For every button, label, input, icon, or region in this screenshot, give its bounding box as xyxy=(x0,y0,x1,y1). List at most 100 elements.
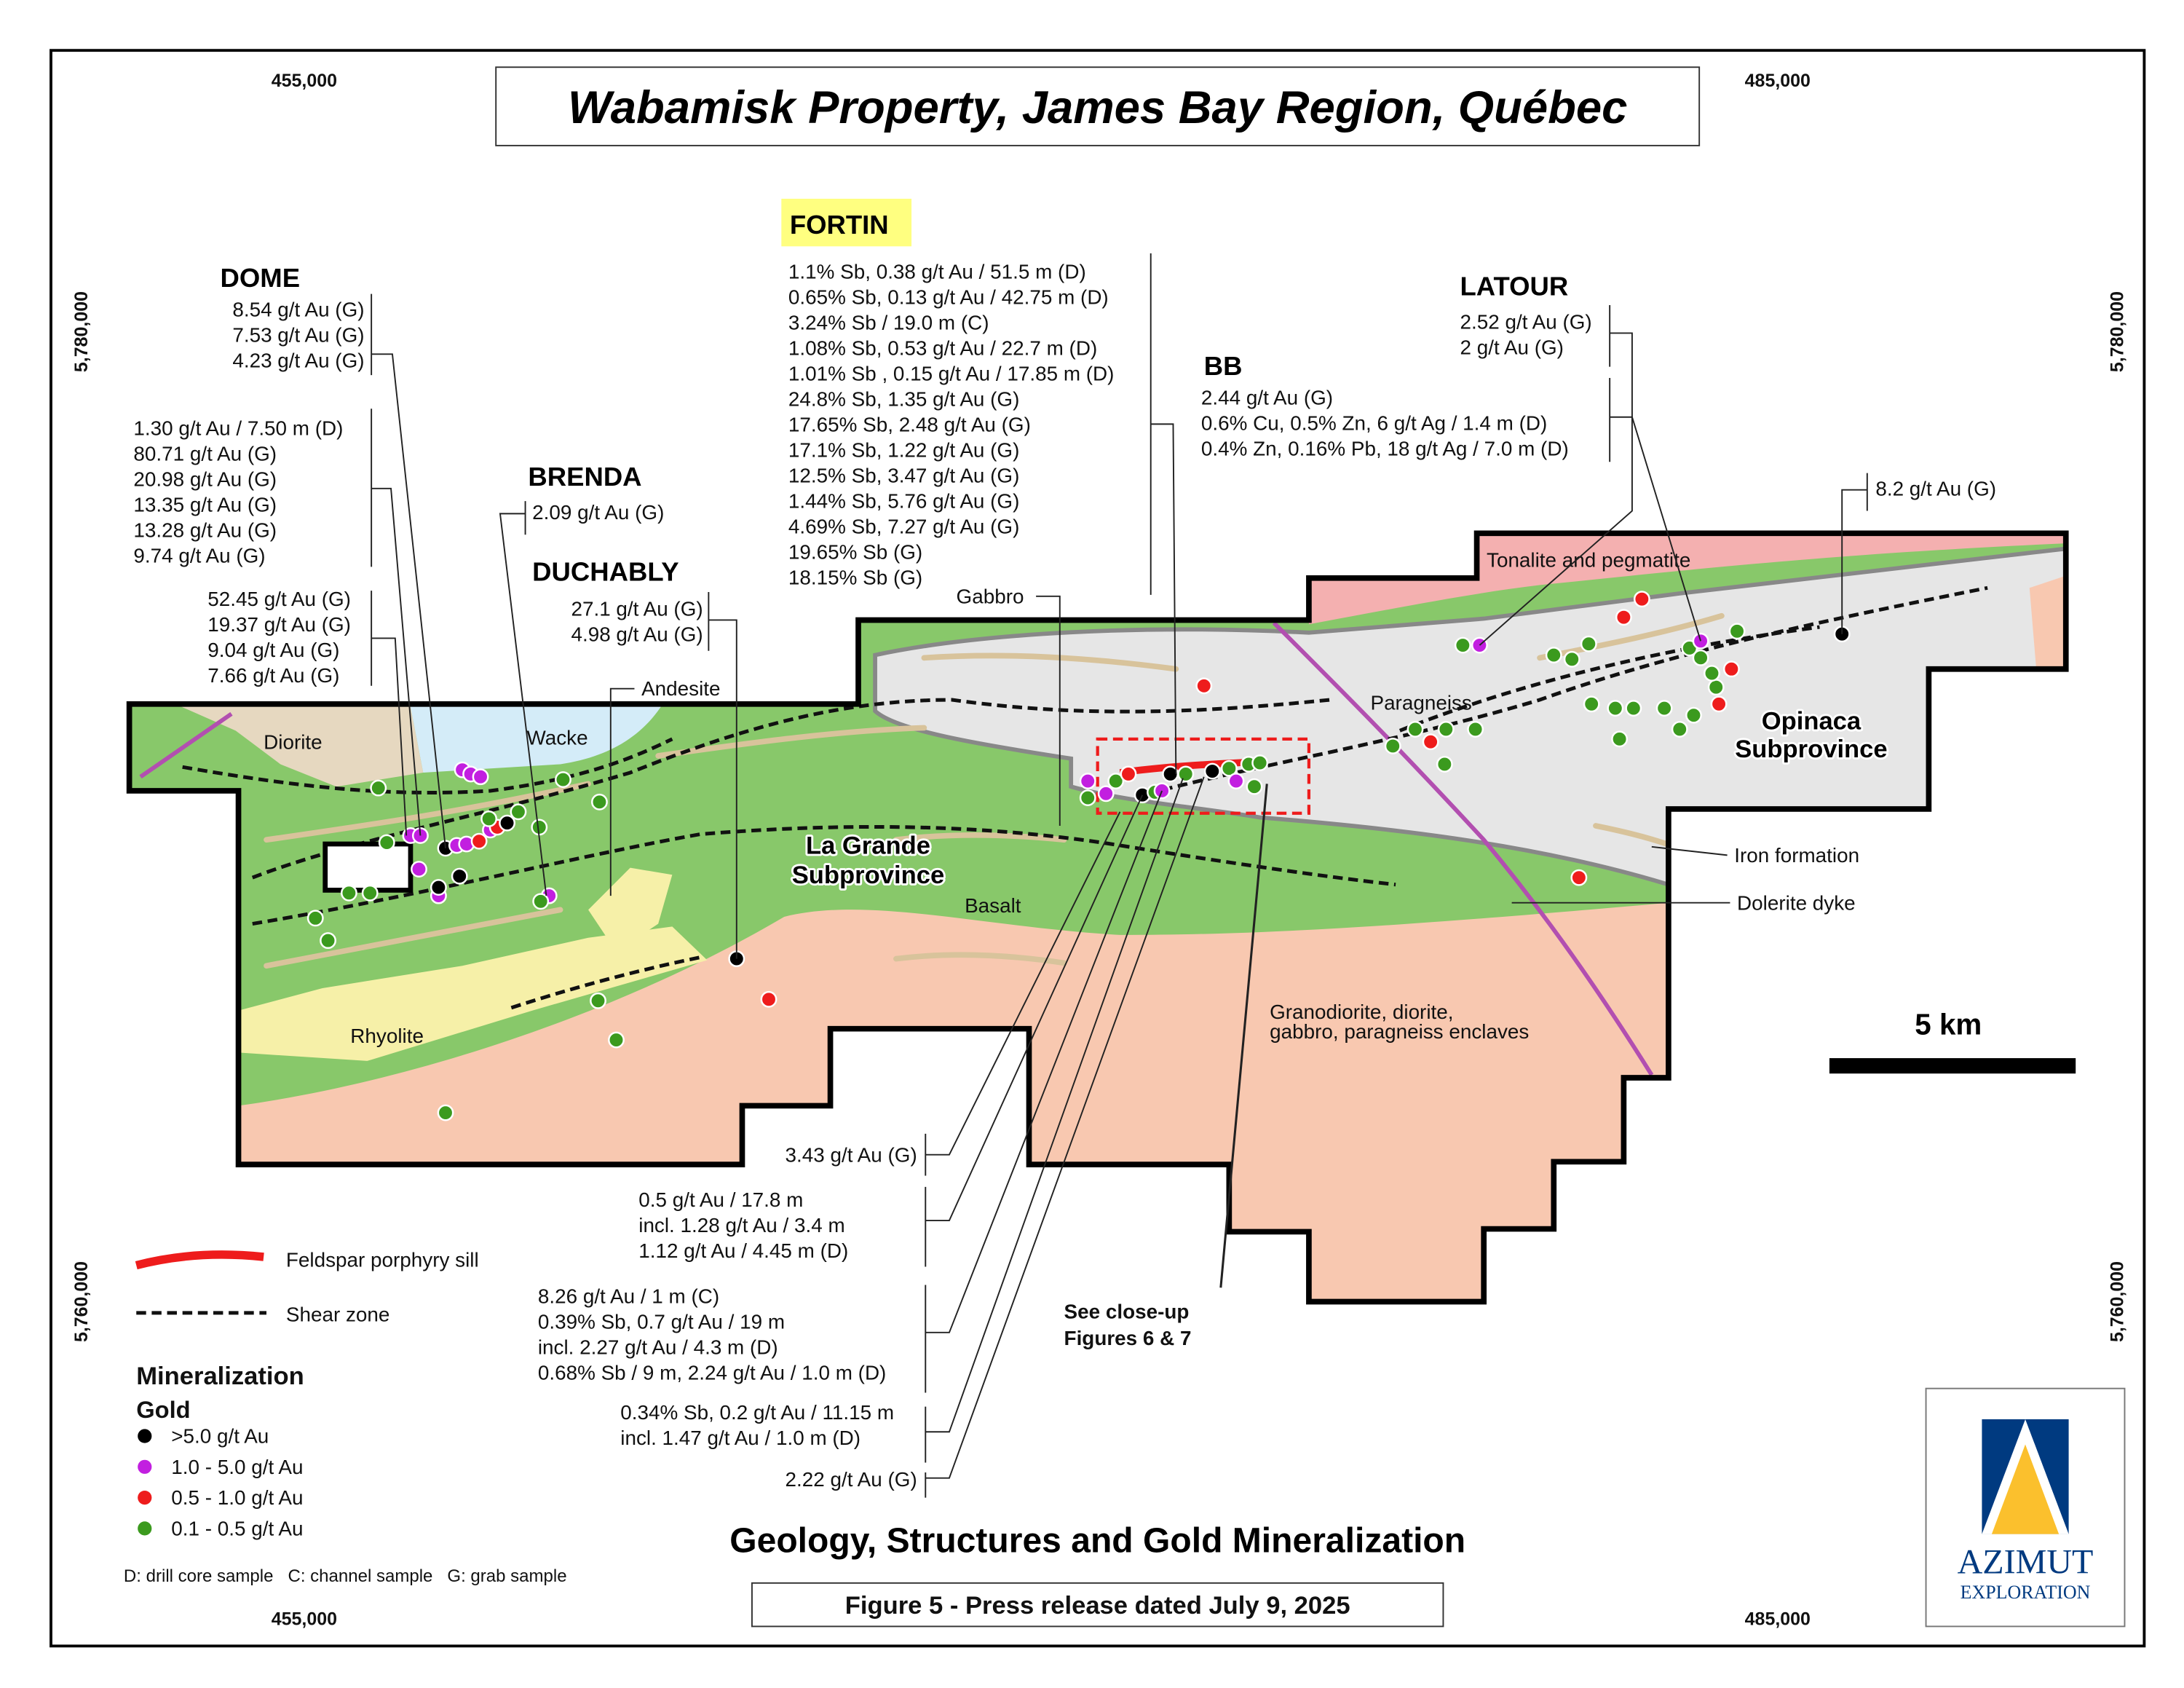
legend-dot xyxy=(138,1521,152,1536)
south-leaders xyxy=(925,776,1205,1498)
sample-point xyxy=(1079,789,1096,807)
result-line: 2.22 g/t Au (G) xyxy=(786,1468,917,1491)
logo-sub: EXPLORATION xyxy=(1961,1582,2091,1603)
label-opinaca-2: Subprovince xyxy=(1735,735,1887,763)
result-line: 19.65% Sb (G) xyxy=(788,540,922,563)
shear-zone-6 xyxy=(510,955,701,1010)
result-line: 52.45 g/t Au (G) xyxy=(207,588,351,610)
sample-point xyxy=(1437,720,1455,738)
dome-leader-1 xyxy=(371,293,446,848)
label-granodiorite-2: gabbro, paragneiss enclaves xyxy=(1270,1020,1529,1043)
showing-duchably: DUCHABLY xyxy=(532,557,678,587)
sample-point xyxy=(340,884,357,902)
tonalite-unit xyxy=(1308,533,2066,625)
legend-mineralization-heading: Mineralization xyxy=(136,1362,304,1390)
result-line: 27.1 g/t Au (G) xyxy=(571,598,703,620)
label-diorite: Diorite xyxy=(264,730,323,753)
sample-point xyxy=(1251,754,1269,771)
label-wacke: Wacke xyxy=(526,727,587,749)
result-line: 3.24% Sb / 19.0 m (C) xyxy=(788,311,989,334)
result-line: 18.15% Sb (G) xyxy=(788,566,922,588)
closeup-box xyxy=(1096,737,1311,815)
sample-point xyxy=(472,768,489,786)
sample-point xyxy=(1633,591,1650,608)
rhyolite-unit xyxy=(238,926,708,1061)
sample-point xyxy=(1220,760,1238,777)
sample-point xyxy=(532,893,550,910)
result-line: 80.71 g/t Au (G) xyxy=(133,443,277,465)
sample-point xyxy=(1545,647,1562,663)
legend-class-label: 0.5 - 1.0 g/t Au xyxy=(171,1486,303,1509)
sample-point xyxy=(1707,679,1725,696)
result-line: 2.09 g/t Au (G) xyxy=(532,501,664,524)
sample-point xyxy=(1227,773,1245,789)
showing-dome: DOME xyxy=(221,263,301,293)
paragneiss-unit xyxy=(873,546,2066,888)
coord-x-right-bottom: 485,000 xyxy=(1745,1609,1811,1630)
result-line: 0.4% Zn, 0.16% Pb, 18 g/t Ag / 7.0 m (D) xyxy=(1201,437,1569,460)
result-line: 0.68% Sb / 9 m, 2.24 g/t Au / 1.0 m (D) xyxy=(538,1361,886,1384)
result-line: 1.44% Sb, 5.76 g/t Au (G) xyxy=(788,489,1019,512)
tonalite-unit-east xyxy=(2029,574,2066,672)
azimut-logo: AZIMUT EXPLORATION xyxy=(1925,1387,2126,1628)
label-andesite: Andesite xyxy=(641,677,720,700)
sample-point xyxy=(1570,869,1588,886)
tan-dyke-2 xyxy=(264,907,563,969)
sample-point xyxy=(1406,720,1424,738)
closeup-note-1: See close-up xyxy=(1064,1301,1190,1323)
result-line: 2 g/t Au (G) xyxy=(1460,336,1564,359)
legend: Feldspar porphyry sill Shear zone Minera… xyxy=(124,1248,567,1585)
legend-gold-heading: Gold xyxy=(136,1396,190,1423)
showing-bb: BB xyxy=(1204,351,1243,381)
sample-point xyxy=(1625,700,1642,717)
sample-point xyxy=(1615,609,1632,626)
legend-sill-symbol xyxy=(135,1250,264,1270)
legend-sill-label: Feldspar porphyry sill xyxy=(286,1248,479,1271)
fortin-results: 1.1% Sb, 0.38 g/t Au / 51.5 m (D)0.65% S… xyxy=(788,260,1115,588)
result-line: 17.1% Sb, 1.22 g/t Au (G) xyxy=(788,438,1019,461)
result-line: 19.37 g/t Au (G) xyxy=(207,613,351,636)
sample-point xyxy=(590,793,608,811)
logo-yellow-triangle xyxy=(1991,1444,2060,1534)
sample-point xyxy=(1422,733,1439,751)
fortin-highlight xyxy=(781,198,912,247)
label-tonalite: Tonalite and pegmatite xyxy=(1487,548,1690,571)
result-line: 9.74 g/t Au (G) xyxy=(133,545,265,567)
property-exclusion xyxy=(323,841,414,893)
scale-bar xyxy=(1829,1058,2076,1074)
closeup-note-2: Figures 6 & 7 xyxy=(1064,1327,1192,1349)
result-line: 7.53 g/t Au (G) xyxy=(232,323,364,346)
shear-zone-1 xyxy=(182,737,673,794)
sample-point xyxy=(499,814,516,832)
sample-point xyxy=(555,771,571,789)
legend-sample-types: D: drill core sample C: channel sample G… xyxy=(124,1566,567,1586)
shear-zone-5 xyxy=(1398,625,1820,733)
label-opinaca-1: Opinaca xyxy=(1762,707,1861,735)
label-rhyolite: Rhyolite xyxy=(350,1025,424,1047)
sample-point xyxy=(1580,635,1597,652)
sample-point xyxy=(378,834,395,851)
coord-x-left-top: 455,000 xyxy=(272,71,337,91)
result-line: 1.08% Sb, 0.53 g/t Au / 22.7 m (D) xyxy=(788,336,1097,359)
result-line: 13.28 g/t Au (G) xyxy=(133,519,277,542)
coord-y-top-left: 5,780,000 xyxy=(71,291,92,372)
sample-point xyxy=(1107,773,1125,789)
result-line: 1.12 g/t Au / 4.45 m (D) xyxy=(638,1239,848,1262)
sample-point xyxy=(1097,785,1115,802)
sample-point xyxy=(1704,665,1720,682)
legend-class-label: 1.0 - 5.0 g/t Au xyxy=(171,1456,303,1478)
dome-results-1: 8.54 g/t Au (G)7.53 g/t Au (G)4.23 g/t A… xyxy=(232,298,364,371)
label-paragneiss: Paragneiss xyxy=(1370,691,1471,714)
sample-point xyxy=(1384,738,1401,754)
sample-point xyxy=(1710,695,1728,713)
iron-leader xyxy=(1651,845,1728,856)
sample-point xyxy=(430,879,447,896)
label-lagrande-2: Subprovince xyxy=(792,861,944,889)
legend-shear-label: Shear zone xyxy=(286,1303,389,1325)
sample-point xyxy=(480,810,498,827)
shear-zone-4 xyxy=(1147,585,1988,796)
result-line: 1.01% Sb , 0.15 g/t Au / 17.85 m (D) xyxy=(788,362,1115,384)
result-line: 4.98 g/t Au (G) xyxy=(571,623,703,646)
sample-point xyxy=(1467,720,1484,738)
result-line: incl. 1.28 g/t Au / 3.4 m xyxy=(638,1214,844,1237)
